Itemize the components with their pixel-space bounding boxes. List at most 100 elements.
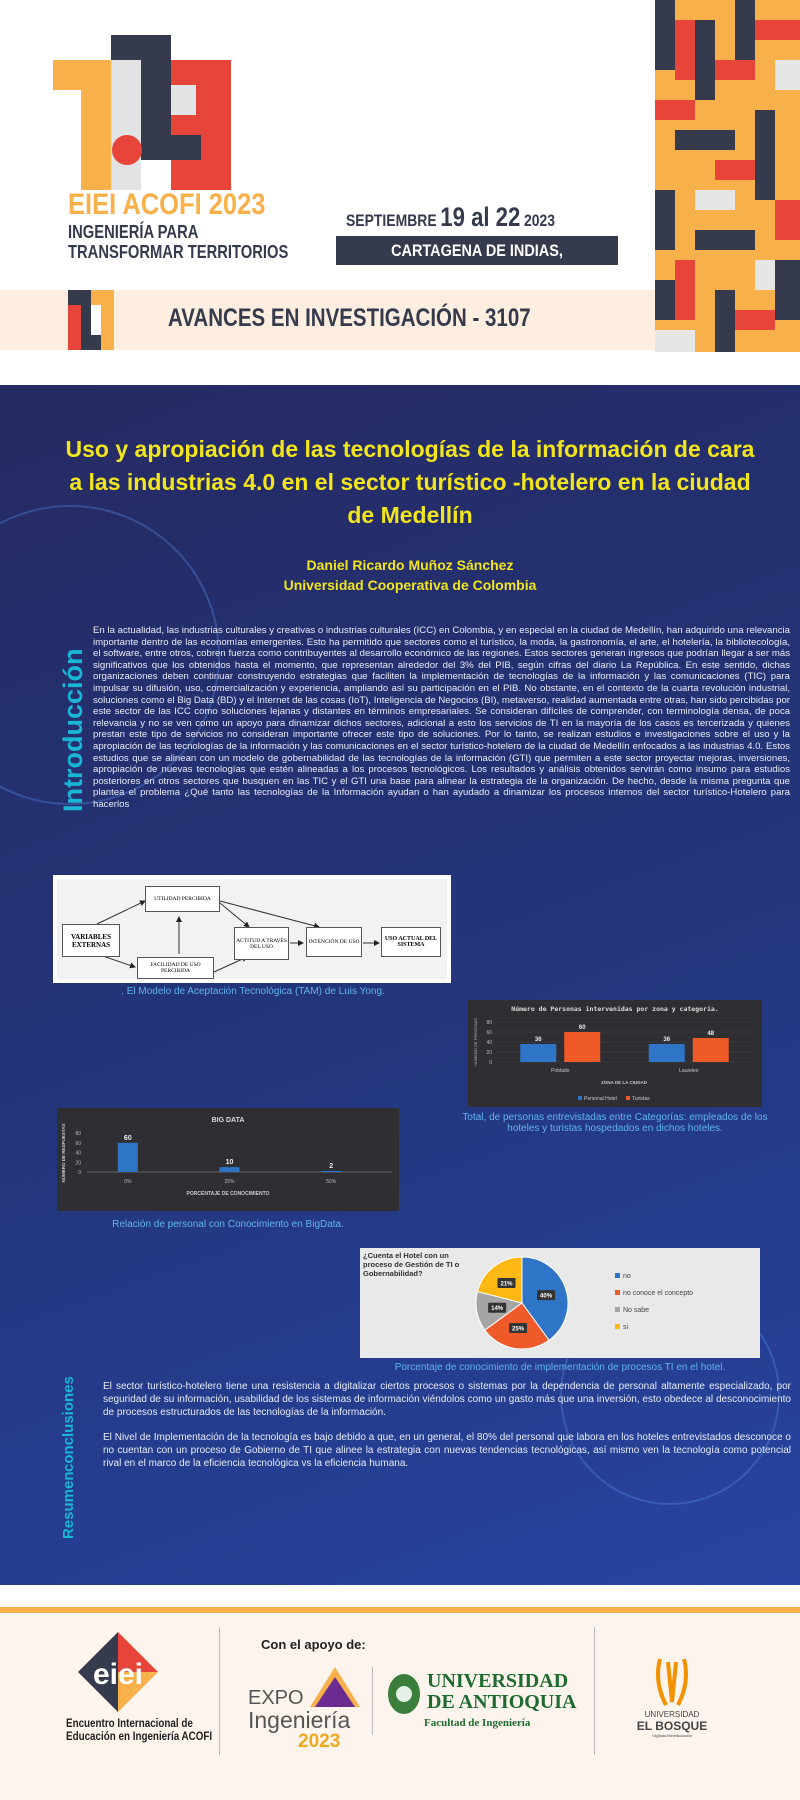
legend-swatch [626,1096,630,1100]
legend-swatch [615,1290,620,1295]
tam-box: UTILIDAD PERCIBIDA [145,886,220,912]
data-label: 2 [329,1163,333,1170]
tam-box: ACTITUD A TRAVÉS DEL USO [234,927,289,960]
pie-data-label: 25% [512,1326,525,1332]
legend-label: si [623,1324,629,1331]
legend-swatch [578,1096,582,1100]
y-tick-label: 40 [75,1151,81,1157]
conclusions-label-line: Resumen [60,1471,77,1540]
tam-box: USO ACTUAL DEL SISTEMA [381,927,441,957]
poster-body: Uso y apropiación de las tecnologías de … [0,385,800,1585]
x-axis-label: ZONA DE LA CIUDAD [601,1080,648,1085]
y-tick-label: 80 [486,1020,492,1026]
bar [117,1142,138,1172]
eiei-name-line: Encuentro Internacional de [66,1716,193,1730]
bar [692,1038,729,1062]
section-number: 3107 [485,304,531,332]
zone-bar-chart: Número de Personas intervenidas por zona… [468,1000,762,1107]
x-tick-label: 25% [224,1179,235,1185]
conclusions-paragraph: El Nivel de Implementación de la tecnolo… [103,1432,791,1469]
y-tick-label: 80 [75,1131,81,1137]
x-tick-label: Laureles [679,1068,699,1074]
intro-text: En la actualidad, las industrias cultura… [93,625,790,810]
event-name: EIEI ACOFI 2023 [68,188,266,221]
el-bosque-emblem-icon [656,1658,688,1706]
pie-label-bg [497,1278,516,1289]
bar [648,1044,685,1062]
tagline-line: INGENIERÍA PARA [68,222,199,242]
bosque-logo-line: Vigilada Mineducación [652,1733,692,1738]
location-text: CARTAGENA DE INDIAS, COLOMBIA [391,241,563,289]
pie-title: ¿Cuenta el Hotel con un proceso de Gesti… [363,1251,460,1278]
data-label: 60 [124,1135,132,1142]
bar [321,1171,342,1173]
bosque-logo-line: EL BOSQUE [636,1719,708,1733]
section-logo-icon [68,290,114,350]
date-range: 19 al 22 [440,202,521,232]
data-label: 36 [535,1037,542,1043]
legend-label: Personal Hotel [584,1096,617,1102]
chart-title: Número de Personas intervenidas por zona… [511,1005,718,1013]
x-axis-label: PORCENTAJE DE CONOCIMIENTO [187,1191,270,1197]
legend-label: No sabe [623,1307,649,1314]
udea-logo-line: UNIVERSIDAD [427,1670,569,1692]
tam-diagram: VARIABLES EXTERNAS UTILIDAD PERCIBIDA FA… [53,875,451,983]
expo-triangle-icon [310,1667,360,1707]
pie-label-bg [509,1322,528,1333]
y-tick-label: 0 [78,1170,81,1176]
legend-swatch [615,1273,620,1278]
y-tick-label: 0 [489,1060,492,1066]
footer-divider [0,1607,800,1613]
data-label: 10 [226,1159,234,1166]
author-affiliation: Universidad Cooperativa de Colombia [283,577,537,593]
y-tick-label: 60 [486,1030,492,1036]
date-month: SEPTIEMBRE [346,211,437,230]
udea-logo-line: DE ANTIOQUIA [427,1691,577,1713]
tam-box: INTENCIÓN DE USO [306,927,362,957]
section-band: AVANCES EN INVESTIGACIÓN - 3107 [0,290,655,350]
y-tick-label: 60 [75,1141,81,1147]
legend-label: Turistas [632,1096,650,1102]
conclusions-label-line: conclusiones [60,1375,77,1472]
author-name: Daniel Ricardo Muñoz Sánchez [306,557,514,573]
pie-title-text: ¿Cuenta el Hotel con un proceso de Gesti… [363,1251,460,1278]
conclusions-text: El sector turístico-hotelero tiene una r… [103,1380,791,1470]
support-label: Con el apoyo de: [261,1637,366,1652]
section-title: AVANCES EN INVESTIGACIÓN - 3107 [168,304,531,333]
y-tick-label: 20 [486,1050,492,1056]
x-tick-label: 50% [326,1179,337,1185]
bosque-logo-line: UNIVERSIDAD [644,1710,700,1719]
bar [564,1032,601,1062]
tagline-line: TRANSFORMAR TERRITORIOS [68,242,289,262]
location-badge: CARTAGENA DE INDIAS, COLOMBIA [336,236,618,289]
data-label: 60 [579,1025,586,1031]
pie-data-label: 21% [500,1282,513,1288]
pie-label-bg [537,1290,556,1301]
y-axis-label: NÚMERO DE RESPUESTAS [60,1124,66,1183]
eiei-name-line: Educación en Ingeniería ACOFI [66,1729,213,1743]
bar [219,1167,240,1172]
conclusions-paragraph: El sector turístico-hotelero tiene una r… [103,1381,791,1418]
pie-data-label: 14% [491,1306,504,1312]
bar [520,1044,557,1062]
udea-logo-line: Facultad de Ingeniería [424,1717,531,1729]
data-label: 36 [663,1037,670,1043]
date-year: 2023 [523,211,555,230]
zone-chart-caption: Total, de personas entrevistadas entre C… [462,1112,768,1134]
y-tick-label: 40 [486,1040,492,1046]
udea-seal-icon [388,1674,420,1714]
x-tick-label: 0% [124,1179,132,1185]
footer-separator [372,1667,373,1735]
pie-chart-caption: Porcentaje de conocimiento de implementa… [394,1362,726,1373]
footer-separator [594,1627,595,1755]
tam-box: FACILIDAD DE USO PERCIBIDA [137,957,214,979]
tam-caption: . El Modelo de Aceptación Tecnológica (T… [121,986,385,997]
event-dates: SEPTIEMBRE 19 al 22 2023 [346,202,555,233]
legend-swatch [615,1324,620,1329]
el-bosque-logo: UNIVERSIDAD EL BOSQUE Vigilada Mineducac… [620,1710,724,1738]
y-tick-label: 20 [75,1160,81,1166]
